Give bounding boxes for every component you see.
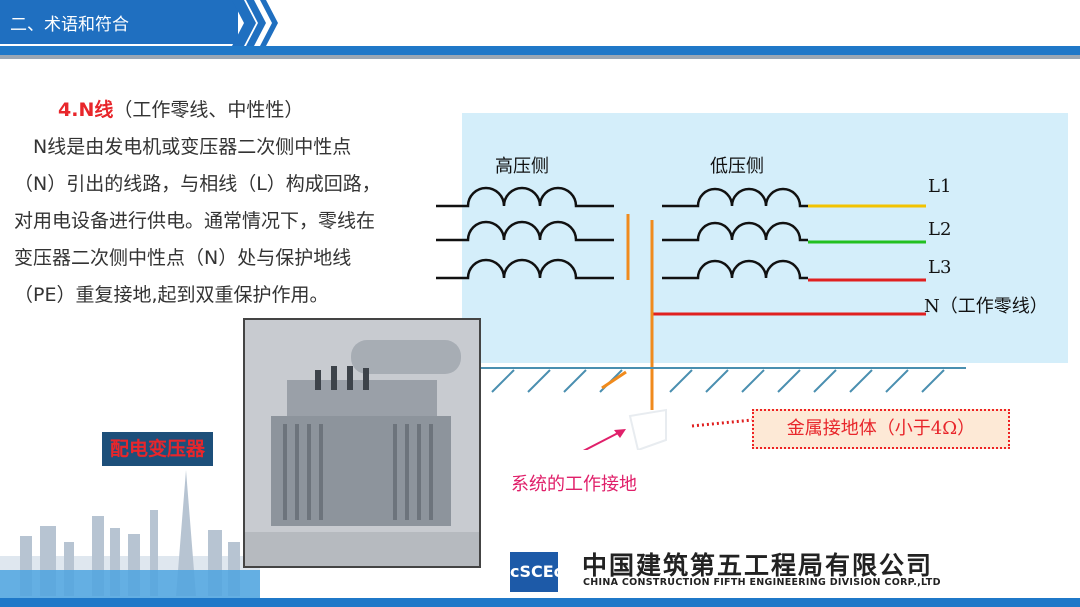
high-side-label: 高压侧 [495,156,549,177]
section-header-tab [0,0,238,44]
wiring-diagram [436,186,966,450]
ground-hatching [491,369,945,393]
header-rule-shadow [0,55,1080,59]
body-line-5: （PE）重复接地,起到双重保护作用。 [14,284,329,306]
work-ground-label: 系统的工作接地 [511,474,637,495]
company-name-en: CHINA CONSTRUCTION FIFTH ENGINEERING DIV… [583,577,941,588]
line-label-l3: L3 [928,257,952,278]
low-side-coils [662,187,808,280]
n-line-heading: 4.N线（工作零线、中性性） [58,92,468,129]
line-label-l2: L2 [928,219,952,240]
heading-strong: 4.N线 [58,99,114,121]
section-title: 二、术语和符合 [10,15,129,35]
core-ground-stub [601,370,627,390]
metal-ground-box: 金属接地体（小于4Ω） [752,409,1010,449]
transformer-label: 配电变压器 [102,432,214,466]
ground-arrow [582,431,621,450]
heading-rest: （工作零线、中性性） [113,99,304,121]
body-line-1: N线是由发电机或变压器二次侧中性点 [14,136,352,158]
body-line-4: 变压器二次侧中性点（N）处与保护地线 [14,247,352,269]
low-side-label: 低压侧 [710,156,764,177]
body-line-3: 对用电设备进行供电。通常情况下，零线在 [14,210,376,232]
header-rule [0,46,1080,55]
footer-bar [0,598,1080,607]
company-name-cn: 中国建筑第五工程局有限公司 [582,551,934,580]
body-line-2: （N）引出的线路，与相线（L）构成回路， [14,173,381,195]
earth-electrode [628,408,667,450]
skyline-graphic [0,470,260,600]
transformer-image [245,320,479,566]
line-label-n: N（工作零线） [924,296,1048,317]
high-side-coils [436,186,614,280]
chevron-icon [232,0,278,46]
metal-pointer [691,418,753,428]
company-logo: cSCEc [510,552,563,592]
line-label-l1: L1 [928,176,952,197]
transformer-photo [243,318,481,568]
